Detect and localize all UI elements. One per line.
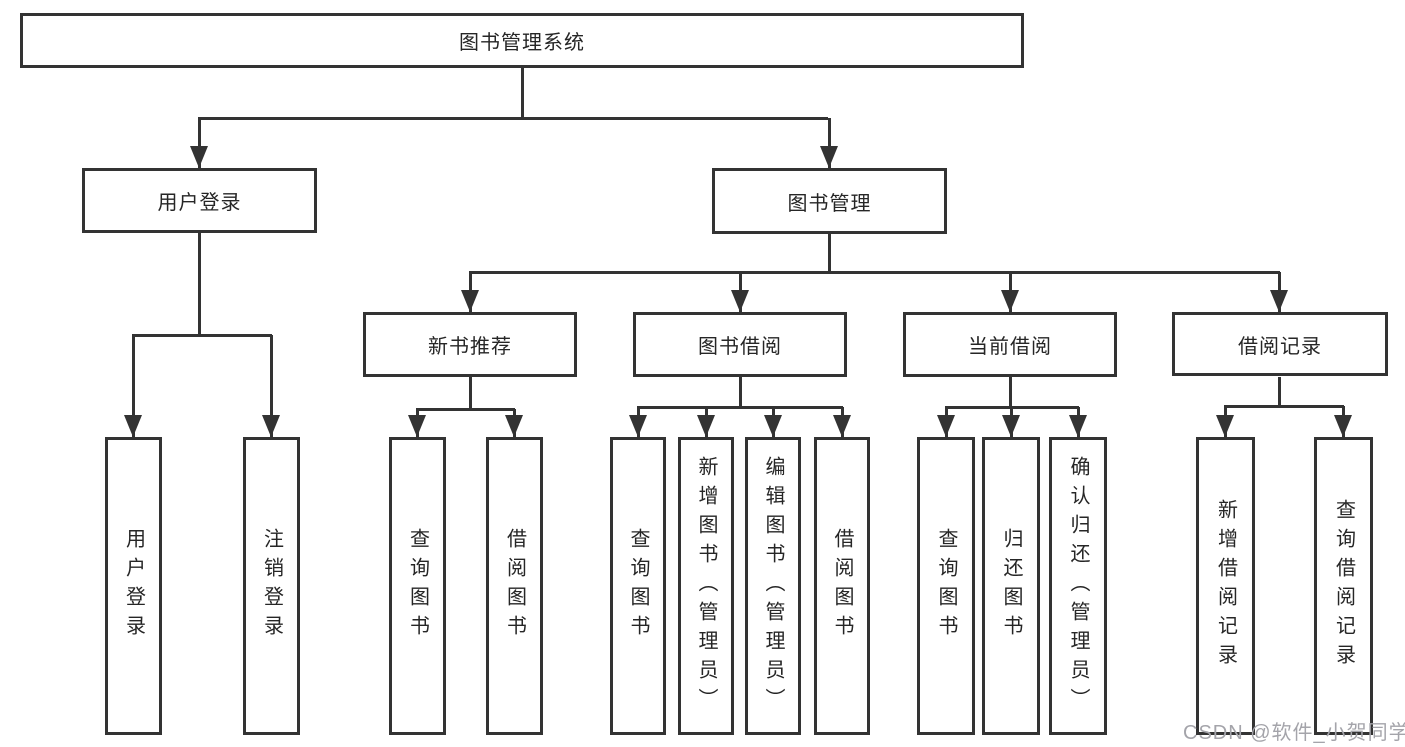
arrow-down-icon	[697, 415, 715, 437]
node-label: 注销登录	[260, 528, 283, 644]
arrow-down-icon	[820, 146, 838, 168]
node-label: 借阅记录	[1238, 335, 1322, 358]
arrow-down-icon	[1002, 415, 1020, 437]
node-label: 查询图书	[406, 528, 429, 644]
node-label: 图书管理系统	[459, 32, 585, 54]
connector-vline	[198, 233, 201, 335]
node-library-management-system: 图书管理系统	[20, 13, 1024, 68]
connector-hline	[198, 117, 828, 120]
node-label: 新增借阅记录	[1214, 499, 1237, 673]
node-leaf-confirm-return-admin: 确认归还（管理员）	[1049, 437, 1107, 735]
connector-hline	[1224, 405, 1344, 408]
connector-hline	[945, 406, 1079, 409]
node-leaf-add-books-admin: 新增图书（管理员）	[678, 437, 734, 735]
arrow-down-icon	[190, 146, 208, 168]
node-leaf-edit-books-admin: 编辑图书（管理员）	[745, 437, 801, 735]
connector-vline	[828, 234, 831, 272]
csdn-watermark: CSDN @软件_小贺同学	[1183, 722, 1405, 744]
connector-hline	[416, 408, 515, 411]
node-label: 查询借阅记录	[1332, 499, 1355, 673]
node-leaf-query-books: 查询图书	[917, 437, 975, 735]
arrow-down-icon	[1334, 415, 1352, 437]
node-leaf-logout: 注销登录	[243, 437, 300, 735]
connector-vline	[198, 118, 201, 168]
node-book-management: 图书管理	[712, 168, 947, 234]
connector-vline	[1009, 377, 1012, 407]
node-book-borrowing: 图书借阅	[633, 312, 847, 377]
node-label: 用户登录	[157, 192, 242, 214]
node-label: 当前借阅	[968, 336, 1052, 358]
arrow-down-icon	[124, 415, 142, 437]
arrow-down-icon	[461, 290, 479, 312]
node-leaf-return-books: 归还图书	[982, 437, 1040, 735]
connector-hline	[132, 334, 272, 337]
node-leaf-add-borrow-record: 新增借阅记录	[1196, 437, 1255, 735]
node-leaf-borrow-books: 借阅图书	[486, 437, 543, 735]
connector-vline	[521, 68, 524, 118]
node-label: 归还图书	[1000, 528, 1022, 644]
arrow-down-icon	[1001, 290, 1019, 312]
arrow-down-icon	[937, 415, 955, 437]
connector-vline	[828, 118, 831, 168]
node-leaf-user-login: 用户登录	[105, 437, 162, 735]
arrow-down-icon	[833, 415, 851, 437]
node-label: 借阅图书	[831, 528, 853, 644]
arrow-down-icon	[408, 415, 426, 437]
connector-vline	[739, 377, 742, 407]
connector-vline	[1278, 377, 1281, 406]
node-current-borrowing: 当前借阅	[903, 312, 1117, 377]
node-label: 查询图书	[627, 528, 649, 644]
node-new-book-recommendation: 新书推荐	[363, 312, 577, 377]
node-leaf-query-borrow-record: 查询借阅记录	[1314, 437, 1373, 735]
arrow-down-icon	[505, 415, 523, 437]
arrow-down-icon	[764, 415, 782, 437]
node-label: 新增图书（管理员）	[695, 455, 717, 717]
node-leaf-borrow-books: 借阅图书	[814, 437, 870, 735]
connector-hline	[469, 271, 1280, 274]
arrow-down-icon	[1216, 415, 1234, 437]
arrow-down-icon	[629, 415, 647, 437]
connector-vline	[270, 335, 273, 437]
node-label: 确认归还（管理员）	[1067, 455, 1089, 717]
node-label: 借阅图书	[503, 528, 526, 644]
arrow-down-icon	[1270, 290, 1288, 312]
node-label: 用户登录	[122, 528, 145, 644]
connector-hline	[637, 406, 843, 409]
node-label: 编辑图书（管理员）	[762, 455, 784, 717]
node-leaf-query-books: 查询图书	[389, 437, 446, 735]
node-leaf-query-books: 查询图书	[610, 437, 666, 735]
arrow-down-icon	[1069, 415, 1087, 437]
connector-vline	[132, 335, 135, 437]
node-label: 图书借阅	[698, 336, 782, 358]
node-user-login: 用户登录	[82, 168, 317, 233]
node-label: 新书推荐	[428, 336, 512, 358]
node-borrowing-records: 借阅记录	[1172, 312, 1388, 376]
connector-vline	[469, 377, 472, 409]
arrow-down-icon	[262, 415, 280, 437]
arrow-down-icon	[731, 290, 749, 312]
node-label: 图书管理	[787, 192, 872, 215]
node-label: 查询图书	[935, 528, 957, 644]
